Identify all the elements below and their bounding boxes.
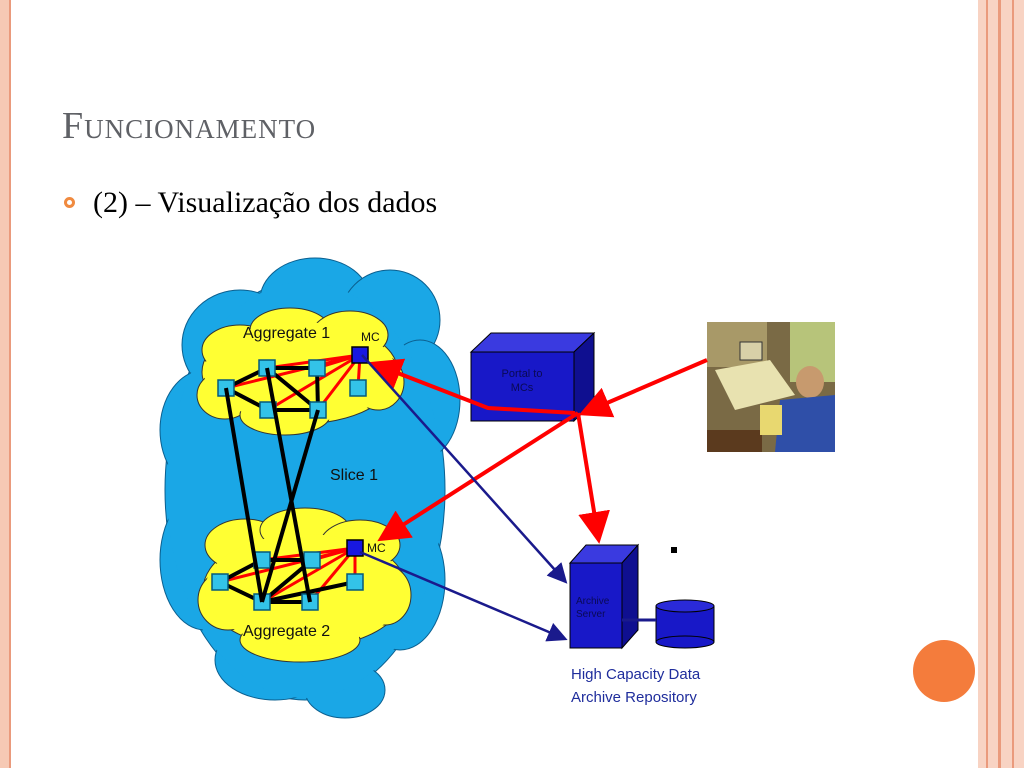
slide-title: Funcionamento (62, 105, 317, 147)
right-stripe-line (1012, 0, 1014, 768)
dot-marker (671, 547, 677, 553)
right-stripe (978, 0, 1024, 768)
aggregate-2-red-link (308, 547, 357, 603)
portal-label-line2: MCs (511, 382, 534, 394)
aggregate-1-label: Aggregate 1 (243, 325, 330, 342)
aggregate-1-cloud (196, 307, 405, 436)
portal-to-archive-arrow (576, 412, 610, 544)
repository-label-line2: Archive Repository (571, 689, 697, 706)
user-to-portal-arrow (578, 358, 708, 418)
mc1-to-archive-arrow (361, 354, 568, 584)
archive-server-box (568, 543, 640, 650)
inter-aggregate-link (224, 387, 264, 603)
aggregate-2-node (346, 573, 364, 591)
left-border-line (9, 0, 11, 768)
right-stripe-line (998, 0, 1001, 768)
right-stripe-line (986, 0, 988, 768)
aggregate-2-label: Aggregate 2 (243, 623, 330, 640)
aggregate-1-red-link (267, 353, 361, 412)
mc-1-label: MC (361, 330, 380, 344)
portal-to-mc1-arrow (369, 358, 576, 415)
portal-to-mc2-arrow (377, 411, 580, 542)
slice-label: Slice 1 (330, 467, 378, 484)
inter-aggregate-link (265, 367, 312, 603)
aggregate-2-red-link (261, 546, 356, 604)
archive-label-line1: Archive (576, 596, 610, 607)
decorative-circle (913, 640, 975, 702)
mc-2-label: MC (367, 541, 386, 555)
person-at-desk-illustration (707, 322, 835, 452)
mc2-to-archive-arrow (359, 550, 568, 642)
bullet-text: (2) – Visualização dos dados (93, 186, 438, 219)
aggregate-1-red-link (316, 354, 362, 411)
aggregate-1-node (349, 379, 367, 397)
aggregate-2-mc-node (346, 539, 364, 557)
aggregate-1-node (308, 359, 326, 377)
aggregate-2-node (303, 551, 321, 569)
archive-label-line2: Server (576, 609, 606, 620)
left-border (0, 0, 9, 768)
bullet-icon (64, 197, 75, 208)
aggregate-2-node (211, 573, 229, 591)
portal-label-line1: Portal to (502, 368, 543, 380)
database-cylinder (655, 599, 715, 649)
inter-aggregate-link (260, 409, 320, 603)
repository-label-line1: High Capacity Data (571, 666, 701, 683)
